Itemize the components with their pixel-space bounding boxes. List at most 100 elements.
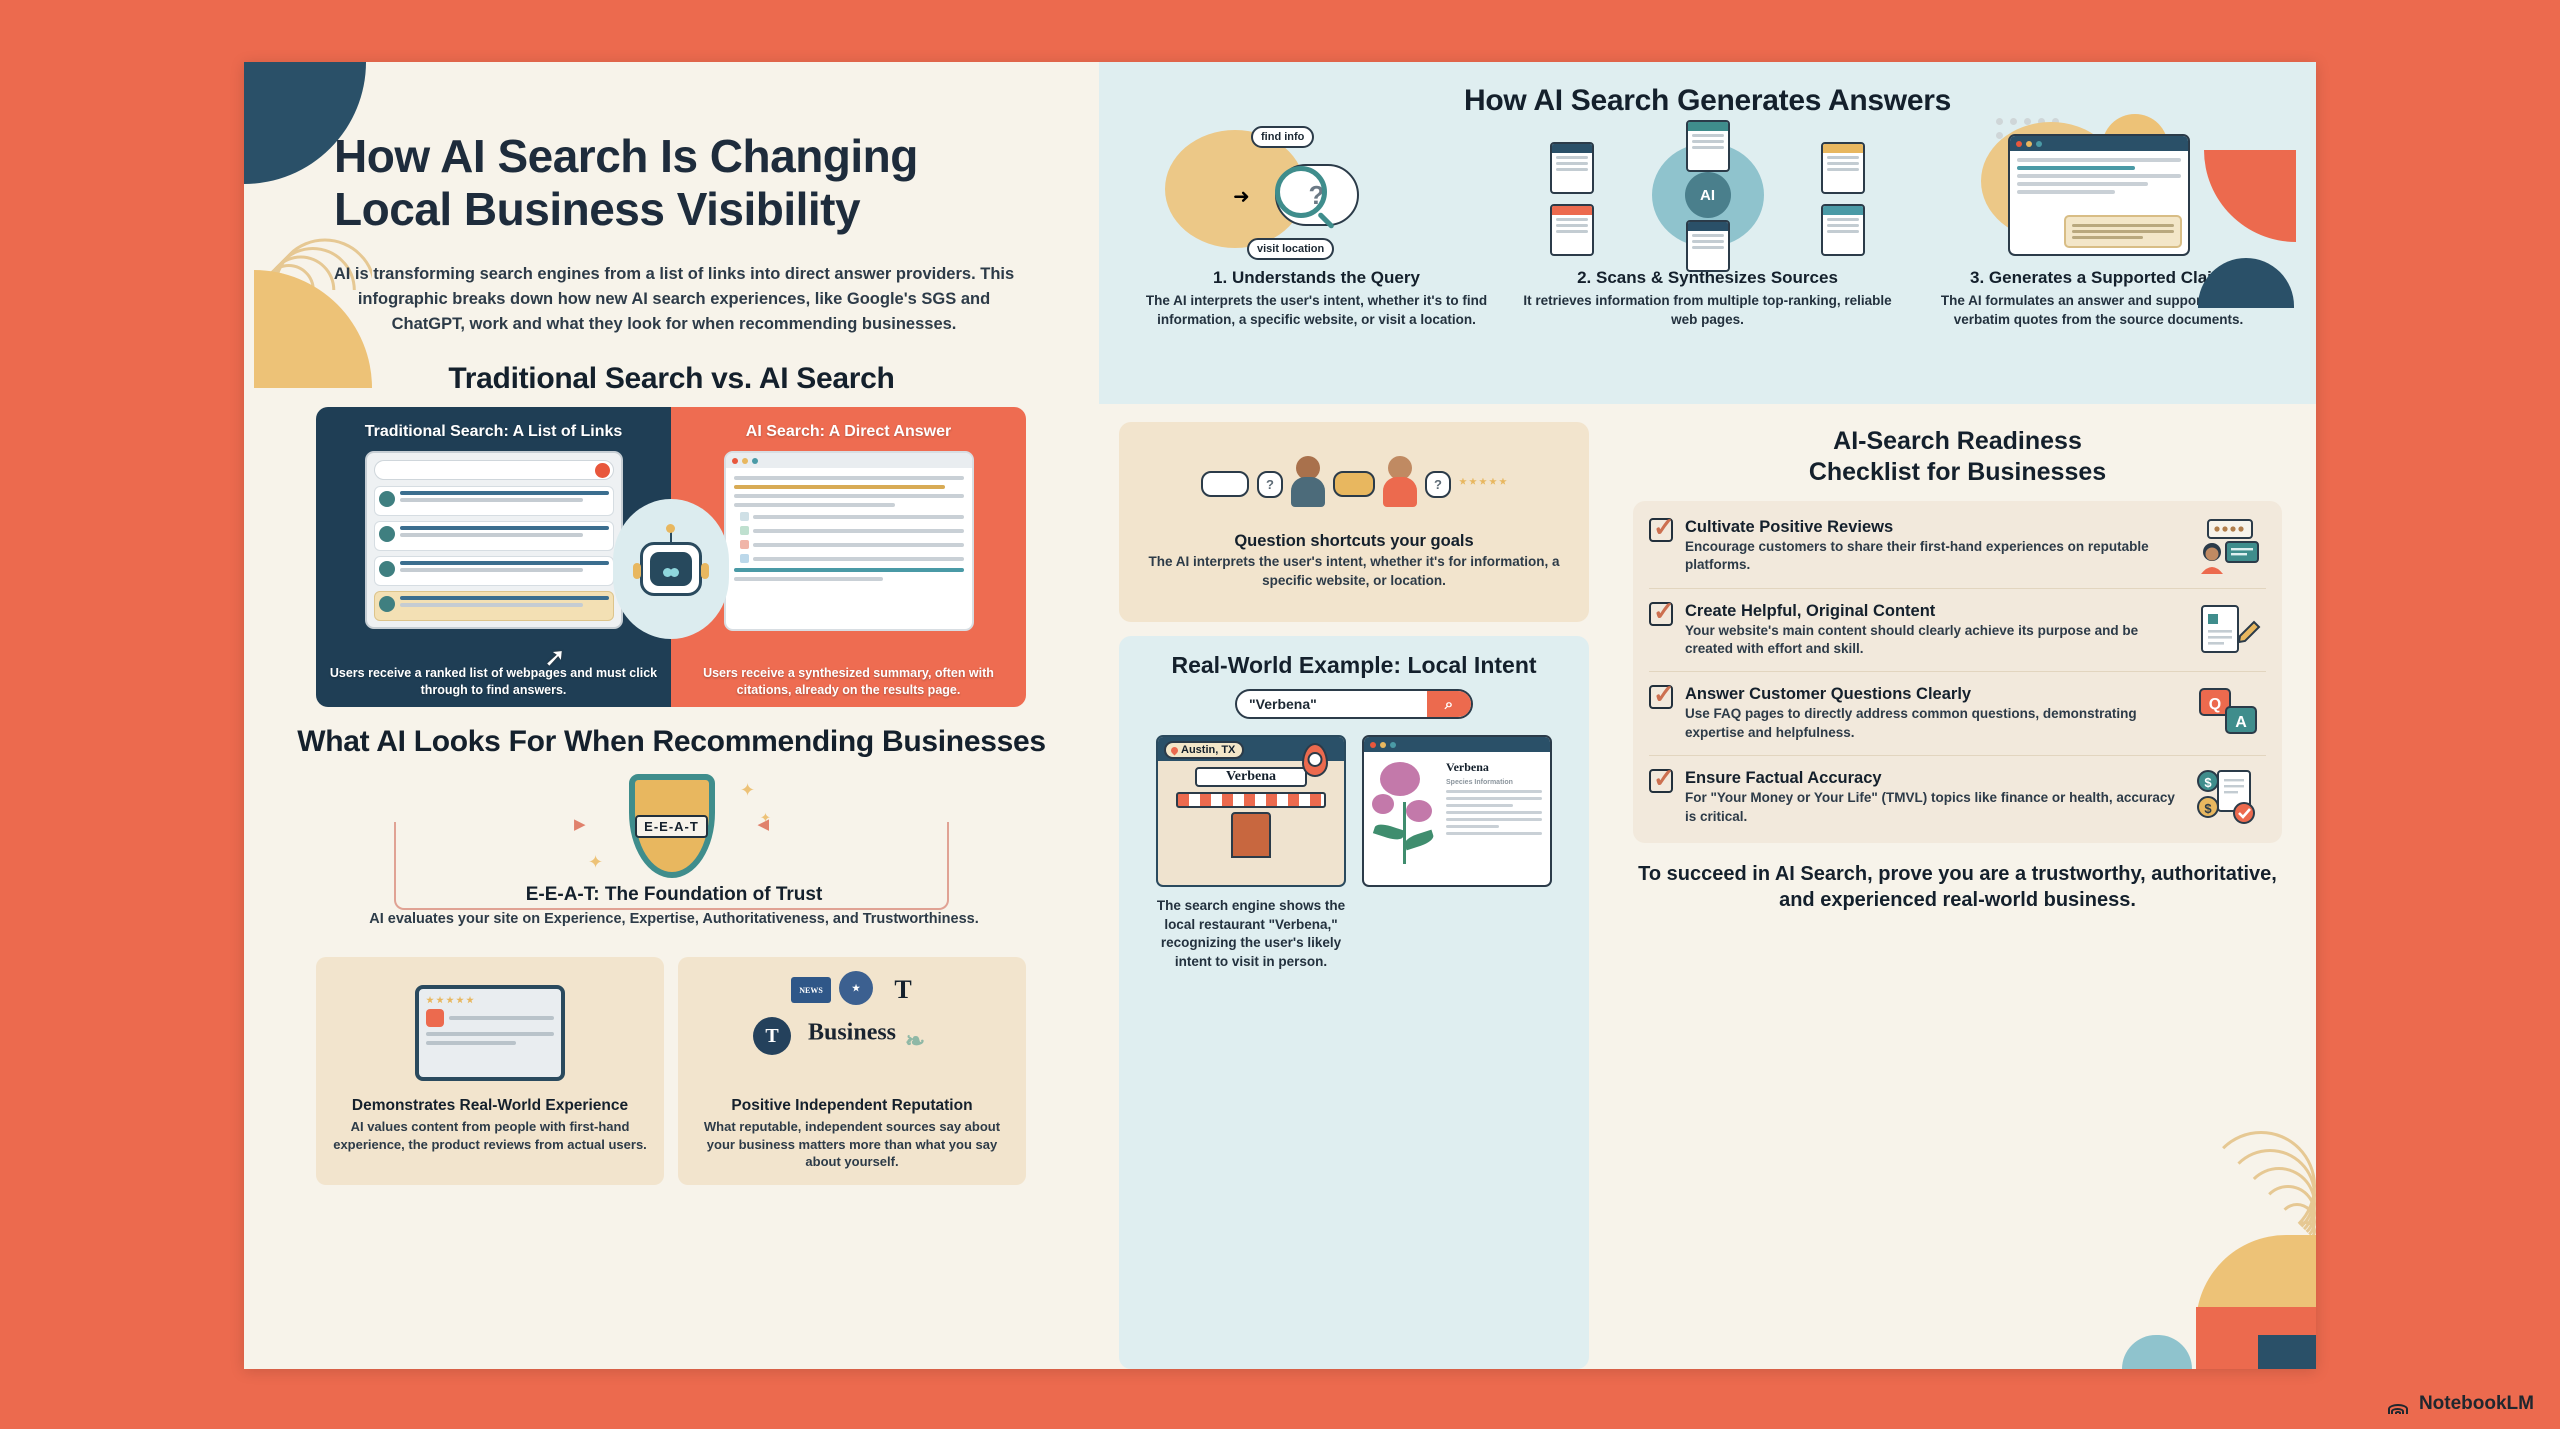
checklist-item-body: Your website's main content should clear… <box>1685 622 2139 657</box>
page-title-line1: How AI Search Is Changing <box>334 130 918 182</box>
lower-right-region: ? ? Question shortcuts your goals The AI… <box>1099 404 2316 1369</box>
notebooklm-watermark: NotebookLM <box>2387 1393 2534 1415</box>
shop-sign: Verbena <box>1195 767 1307 787</box>
eeat-shield-label: E-E-A-T <box>635 814 708 838</box>
serp-result-row-highlighted <box>373 591 614 621</box>
serp-result-row <box>373 556 614 586</box>
publisher-wordmark-icon: T <box>894 975 912 1004</box>
checklist-column: AI-Search Readiness Checklist for Busine… <box>1609 404 2316 1369</box>
plant-info-card: Verbena Species Information <box>1362 735 1552 887</box>
window-dots <box>725 453 972 468</box>
infographic-poster: How AI Search Is Changing Local Business… <box>244 62 2316 1369</box>
comparison-heading: Traditional Search vs. AI Search <box>448 362 895 395</box>
example-results-row: Austin, TX Verbena The search engine sho… <box>1137 735 1571 972</box>
intent-card: ? ? Question shortcuts your goals The AI… <box>1119 422 1589 622</box>
checklist-item[interactable]: Answer Customer Questions Clearly Use FA… <box>1649 672 2266 757</box>
logo-cluster: NEWS ★ T T ❧ Business <box>747 971 957 1093</box>
checkbox-checked-icon[interactable] <box>1649 679 1675 710</box>
publisher-seal-icon: ★ <box>839 971 873 1005</box>
checklist-item[interactable]: Create Helpful, Original Content Your we… <box>1649 589 2266 673</box>
serp-result-row <box>373 521 614 551</box>
page-title-line2: Local Business Visibility <box>334 183 861 236</box>
checkbox-checked-icon[interactable] <box>1649 512 1675 543</box>
checklist-heading-line1: AI-Search Readiness <box>1833 427 2082 455</box>
svg-text:$: $ <box>2204 801 2212 816</box>
question-bubble-icon: ? <box>1257 470 1283 498</box>
pill-find-info: find info <box>1251 126 1315 148</box>
checklist-item-title: Cultivate Positive Reviews <box>1685 518 1894 536</box>
checkbox-checked-icon[interactable] <box>1649 763 1675 794</box>
eeat-summary: E-E-A-T: The Foundation of Trust AI eval… <box>324 884 1024 929</box>
generates-answers-panel: How AI Search Generates Answers ? find i… <box>1099 62 2316 404</box>
map-marker-icon <box>1302 743 1328 777</box>
closing-statement: To succeed in AI Search, prove you are a… <box>1638 862 2277 912</box>
pill-visit-location: visit location <box>1247 238 1335 260</box>
arrow-right-icon: ➜ <box>1233 186 1250 208</box>
search-input[interactable]: "Verbena" ⌕ <box>1235 689 1473 719</box>
chat-bubble-icon <box>1333 471 1375 497</box>
supported-claim-illustration <box>1911 122 2286 268</box>
answer-browser-icon <box>2007 134 2190 256</box>
source-card-icon <box>1550 142 1594 194</box>
plant-subtitle: Species Information <box>1446 779 1513 786</box>
citation-row <box>739 526 964 535</box>
decor-half-blue <box>2122 1335 2192 1369</box>
checklist-box: Cultivate Positive Reviews Encourage cus… <box>1633 501 2282 843</box>
decor-block-coral <box>2196 1307 2316 1369</box>
checklist-item-title: Answer Customer Questions Clearly <box>1685 685 1972 704</box>
step-understand-query: ? find info visit location ➜ 1. Understa… <box>1129 122 1504 329</box>
decor-block-navy <box>2258 1335 2316 1369</box>
watermark-label: NotebookLM <box>2418 1393 2534 1414</box>
search-icon[interactable]: ⌕ <box>1427 691 1471 717</box>
generates-answers-heading: How AI Search Generates Answers <box>1463 84 1951 117</box>
publisher-logos-illustration: NEWS ★ T T ❧ Business <box>690 969 1014 1097</box>
q-and-a-icon: Q A <box>2192 685 2266 737</box>
source-card-icon <box>1685 120 1730 172</box>
ai-answer-mock <box>723 451 974 631</box>
looks-for-heading-wrap: What AI Looks For When Recommending Busi… <box>244 725 1099 759</box>
document-pencil-icon <box>2192 602 2266 658</box>
notebooklm-logo-icon <box>2387 1394 2410 1414</box>
svg-text:$: $ <box>2204 775 2212 790</box>
verbena-flower-icon <box>1372 760 1438 865</box>
generates-answers-steps: ? find info visit location ➜ 1. Understa… <box>1129 120 2286 329</box>
checkbox-checked-icon[interactable] <box>1649 596 1675 627</box>
intent-illustration: ? ? <box>1135 436 1573 532</box>
magnifier-icon <box>1275 166 1327 218</box>
plant-title: Verbena <box>1446 760 1489 774</box>
shop-door-decor <box>1231 812 1271 858</box>
map-pin-icon <box>1169 745 1180 755</box>
star-rating-icon <box>1459 477 1507 486</box>
looks-for-heading: What AI Looks For When Recommending Busi… <box>297 725 1046 758</box>
experience-card: Demonstrates Real-World Experience AI va… <box>316 957 664 1185</box>
ai-hub-label: AI <box>1700 186 1715 204</box>
eeat-arrow-left-icon: ▶ <box>574 816 586 833</box>
example-heading: Real-World Example: Local Intent <box>1171 652 1537 678</box>
ai-search-title: AI Search: A Direct Answer <box>745 423 952 440</box>
business-wordmark: Business <box>807 1019 897 1046</box>
citation-row <box>739 540 964 549</box>
step-2-body: It retrieves information from multiple t… <box>1523 293 1892 327</box>
awning-decor <box>1176 792 1326 808</box>
citation-row <box>739 554 964 563</box>
reviewer-chat-icon <box>2192 518 2266 574</box>
publisher-logo-icon: NEWS <box>791 977 831 1003</box>
checklist-item[interactable]: Cultivate Positive Reviews Encourage cus… <box>1649 505 2266 589</box>
step-supported-claim: 3. Generates a Supported Claim The AI fo… <box>1911 122 2286 329</box>
ai-robot-icon <box>613 499 729 639</box>
serp-mock <box>364 451 623 629</box>
sparkle-icon: ✦ <box>760 810 771 825</box>
left-column: How AI Search Is Changing Local Business… <box>244 62 1099 1369</box>
intent-card-title: Question shortcuts your goals <box>1234 532 1474 550</box>
person-avatar <box>1291 456 1325 512</box>
sparkle-icon: ✦ <box>740 780 756 800</box>
chat-bubble-icon <box>1201 471 1250 497</box>
checklist-heading: AI-Search Readiness Checklist for Busine… <box>1633 426 2282 487</box>
comparison-panel: Traditional Search: A List of Links ➚ Us… <box>316 407 1026 707</box>
source-card-icon <box>1685 220 1730 272</box>
checklist-item[interactable]: Ensure Factual Accuracy For "Your Money … <box>1649 756 2266 839</box>
step-2-title: 2. Scans & Synthesizes Sources <box>1577 268 1838 287</box>
experience-card-title: Demonstrates Real-World Experience <box>351 1097 629 1114</box>
traditional-search-title: Traditional Search: A List of Links <box>364 423 623 440</box>
query-understanding-illustration: ? find info visit location ➜ <box>1129 122 1504 268</box>
